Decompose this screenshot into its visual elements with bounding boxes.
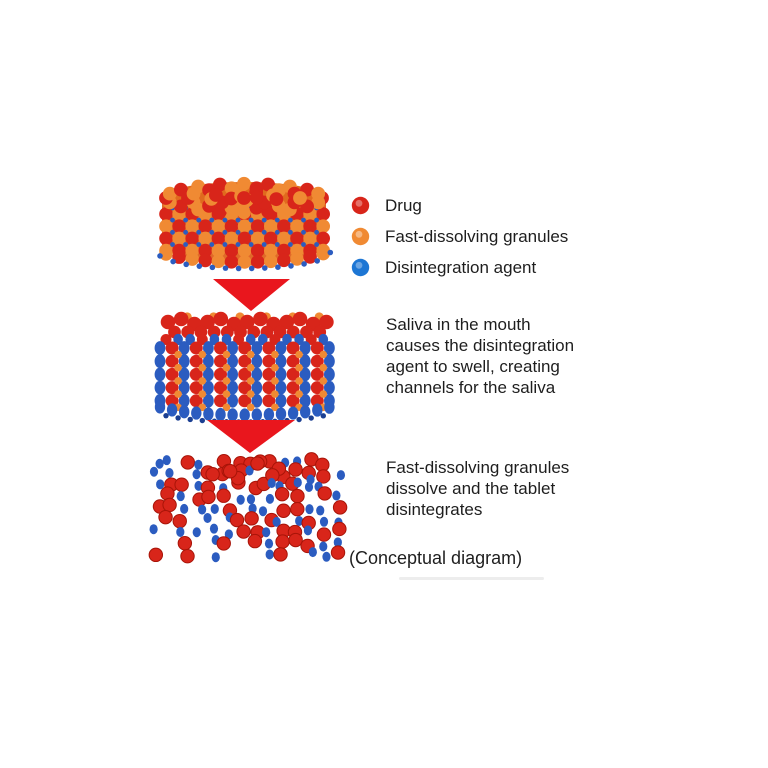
legend-label-drug: Drug <box>385 195 422 215</box>
legend-label-granules: Fast-dissolving granules <box>385 226 569 246</box>
conceptual-diagram-note: (Conceptual diagram) <box>349 548 523 568</box>
down-arrow-1 <box>213 279 290 311</box>
disintegrated-particles <box>148 452 348 564</box>
drug-dot-icon <box>351 196 370 215</box>
legend-item-agent: Disintegration agent <box>351 258 568 277</box>
legend-label-agent: Disintegration agent <box>385 257 537 277</box>
faint-artifact-line <box>399 577 544 580</box>
down-arrow-2 <box>207 420 295 453</box>
disintegration-caption: Fast-dissolving granules dissolve and th… <box>386 458 570 519</box>
legend: Drug Fast-dissolving granules Disintegra… <box>351 196 568 277</box>
saliva-swell-caption: Saliva in the mouth causes the disintegr… <box>386 315 575 397</box>
granules-dot-icon <box>351 227 370 246</box>
swelling-tablet <box>154 311 335 425</box>
agent-dot-icon <box>351 258 370 277</box>
intact-tablet <box>157 176 334 272</box>
legend-item-granules: Fast-dissolving granules <box>351 227 568 246</box>
legend-item-drug: Drug <box>351 196 568 215</box>
